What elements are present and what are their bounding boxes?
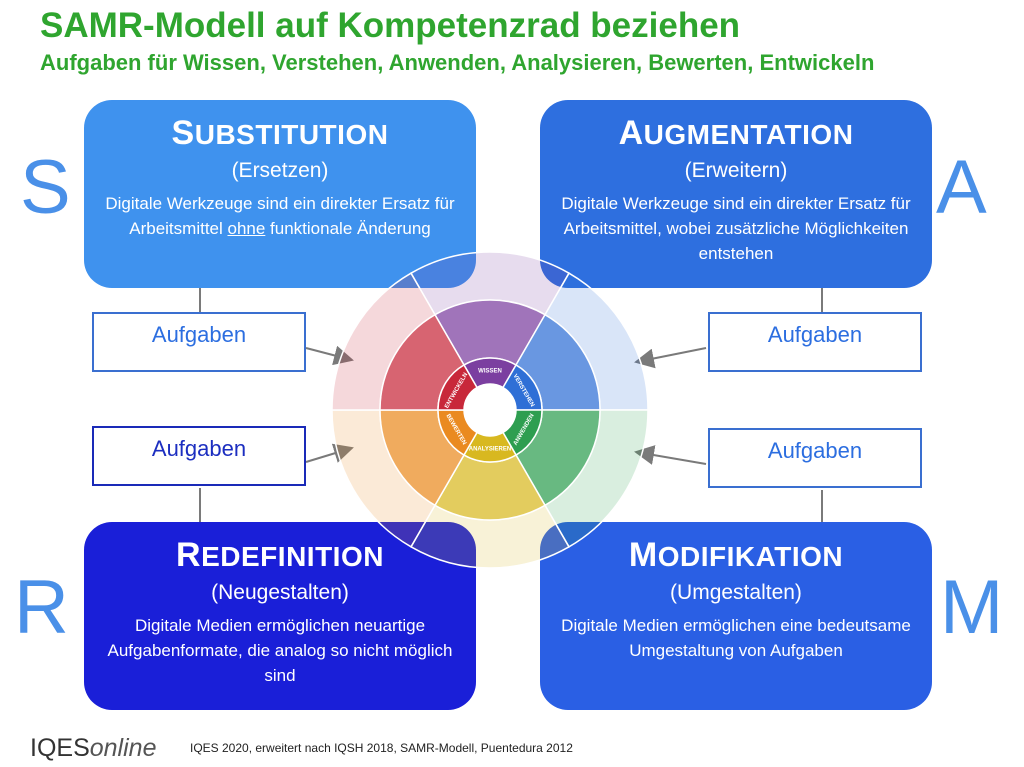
stage-description: Digitale Werkzeuge sind ein direkter Ers… (561, 194, 911, 263)
stage-title: REDEFINITION (176, 536, 384, 574)
stage-subtitle: (Neugestalten) (211, 581, 349, 604)
stage-subtitle: (Ersetzen) (231, 159, 329, 182)
task-box-top-left: Aufgaben (92, 312, 306, 372)
page-title: SAMR-Modell auf Kompetenzrad beziehen (40, 6, 741, 45)
wheel-label: ANALYSIEREN (469, 447, 511, 453)
page-subtitle: Aufgaben für Wissen, Verstehen, Anwenden… (40, 50, 875, 75)
task-box-bottom-right: Aufgaben (708, 428, 922, 488)
stage-title: MODIFIKATION (628, 536, 844, 574)
task-box-top-right: Aufgaben (708, 312, 922, 372)
arrow (305, 443, 354, 463)
stage-substitution: SUBSTITUTION (Ersetzen) Digitale Werkzeu… (84, 100, 476, 288)
stage-subtitle: (Umgestalten) (670, 581, 802, 604)
letter-m: M (940, 565, 1004, 650)
letter-a: A (936, 145, 987, 230)
wheel-inner-ring (437, 357, 543, 463)
wheel-label: WISSEN (478, 369, 502, 375)
stage-title: AUGMENTATION (618, 114, 854, 152)
stage-augmentation: AUGMENTATION (Erweitern) Digitale Werkze… (540, 100, 932, 288)
arrow (634, 445, 707, 465)
iqes-logo: IQESonline (30, 734, 157, 762)
stage-description: Digitale Werkzeuge sind ein direkter Ers… (105, 194, 455, 238)
stage-title: SUBSTITUTION (171, 114, 389, 152)
stage-modifikation: MODIFIKATION (Umgestalten) Digitale Medi… (540, 522, 932, 710)
competence-wheel: WISSENVERSTEHENANWENDENANALYSIERENBEWERT… (331, 251, 649, 569)
footer-note: IQES 2020, erweitert nach IQSH 2018, SAM… (190, 741, 573, 755)
wheel-center (464, 384, 516, 436)
stage-description: Digitale Medien ermöglichen eine bedeuts… (561, 616, 911, 660)
arrow (305, 345, 354, 366)
letter-r: R (14, 565, 69, 650)
stage-description: Digitale Medien ermöglichen neuartige Au… (107, 616, 453, 685)
stage-redefinition: REDEFINITION (Neugestalten) Digitale Med… (84, 522, 476, 710)
stage-subtitle: (Erweitern) (684, 159, 788, 182)
arrow (634, 347, 707, 369)
wheel-outer-ring (331, 251, 649, 569)
task-box-bottom-left: Aufgaben (92, 426, 306, 486)
letter-s: S (20, 145, 71, 230)
